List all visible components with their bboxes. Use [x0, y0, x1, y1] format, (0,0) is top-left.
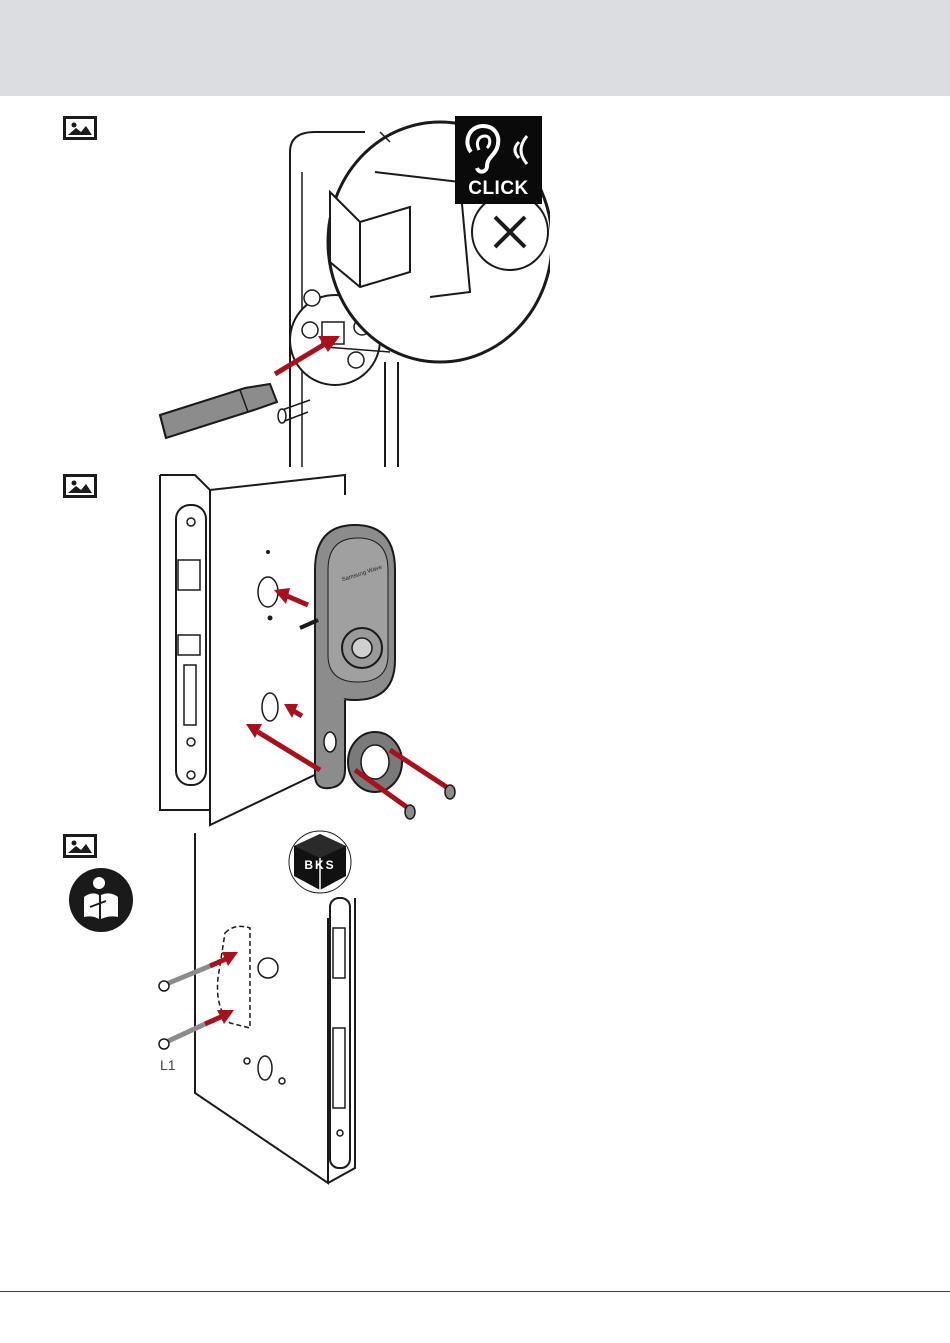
footer-rule [0, 1291, 950, 1292]
image-placeholder-icon [63, 116, 97, 140]
click-badge: CLICK [455, 116, 542, 204]
header-band [0, 0, 950, 96]
image-placeholder-icon [63, 474, 97, 498]
bks-cube-icon: BKS [288, 830, 352, 894]
step-2-illustration [150, 470, 470, 830]
screw-label: L1 [160, 1057, 176, 1073]
sound-wave-icon [507, 130, 537, 170]
read-manual-icon [68, 867, 134, 933]
click-label: CLICK [455, 178, 542, 200]
bks-label: BKS [288, 858, 352, 872]
image-placeholder-icon [63, 834, 97, 858]
ear-icon [461, 122, 505, 178]
